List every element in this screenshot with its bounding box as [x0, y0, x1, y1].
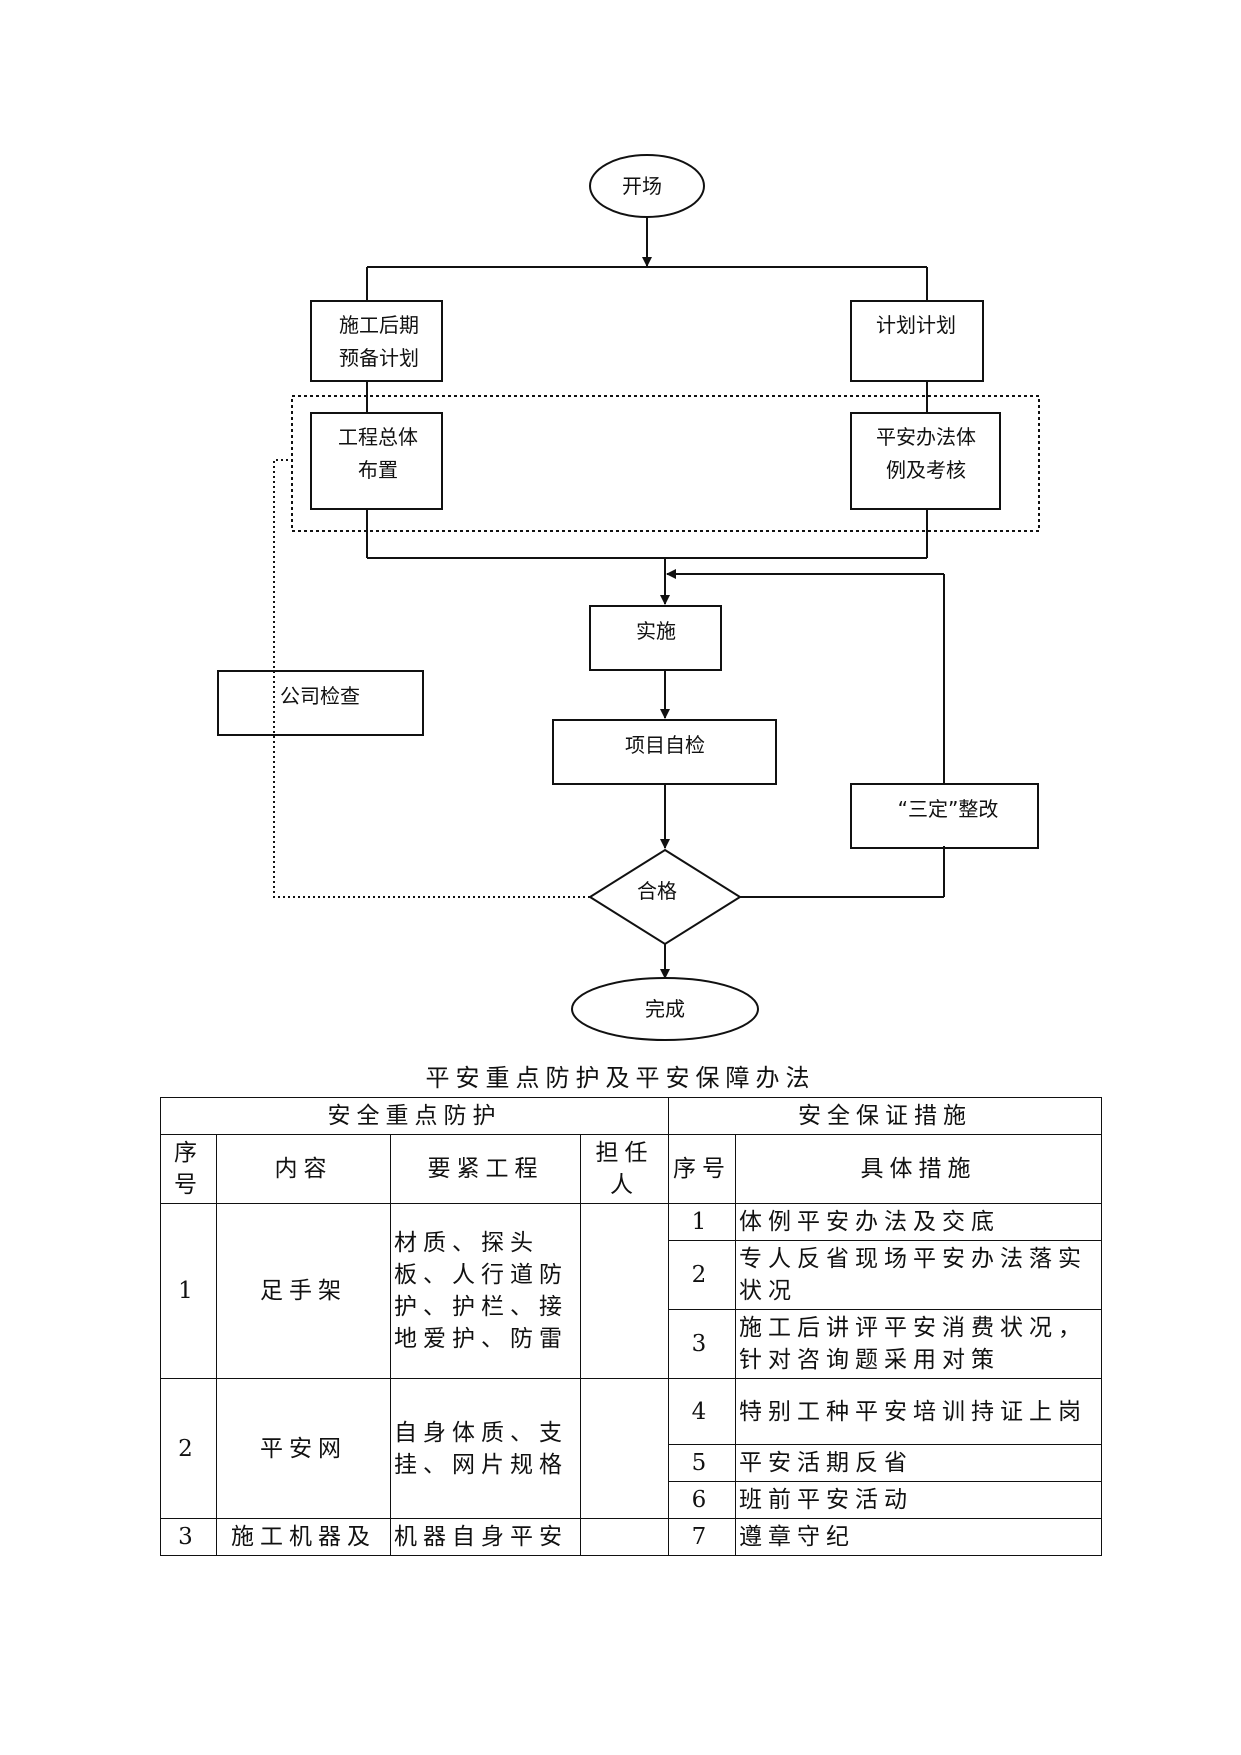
safety-measures-table: 安全重点防护 安全保证措施 序号 内容 要紧工程 担任人 序号 具体措施 1 足…: [160, 1097, 1102, 1556]
measure-seq: 1: [668, 1203, 736, 1241]
table-row: 3 施工机器及 机器自身平安 7 遵章守纪: [160, 1518, 1102, 1556]
row-seq: 2: [160, 1378, 217, 1519]
header-person: 担任人: [580, 1134, 669, 1204]
safety-system-box: [850, 412, 1001, 510]
row-content: 施工机器及: [216, 1518, 391, 1556]
measure-seq: 5: [668, 1444, 736, 1482]
row-seq: 3: [160, 1518, 217, 1556]
header-measure: 具体措施: [735, 1134, 1102, 1204]
measure-seq: 6: [668, 1481, 736, 1519]
measure-text: 施工后讲评平安消费状况，针对咨询题采用对策: [735, 1309, 1102, 1379]
company-check-box: [217, 670, 424, 736]
company-check-label: 公司检查: [280, 684, 360, 708]
overall-layout-label-2: 布置: [358, 458, 398, 482]
construction-prep-label-1: 施工后期: [339, 313, 419, 337]
measure-seq: 3: [668, 1309, 736, 1379]
row-person: [580, 1518, 669, 1556]
safety-system-label-2: 例及考核: [886, 458, 966, 482]
start-label: 开场: [622, 174, 662, 198]
row-content: 平安网: [216, 1378, 391, 1519]
construction-prep-box: [310, 300, 443, 382]
safety-flowchart: 开场 施工后期 预备计划 计划计划 工程总体 布置 平安办法体 例及考核 实施 …: [217, 154, 1040, 1041]
row-key-item: 机器自身平安: [390, 1518, 581, 1556]
group-header-row: 安全重点防护 安全保证措施: [160, 1097, 1102, 1135]
measure-text: 特别工种平安培训持证上岗: [735, 1378, 1102, 1445]
safety-system-label-1: 平安办法体: [876, 425, 976, 449]
measure-text: 专人反省现场平安办法落实状况: [735, 1240, 1102, 1310]
finish-node: [571, 977, 759, 1041]
rectify-label: “三定”整改: [898, 797, 999, 821]
measure-text: 体例平安办法及交底: [735, 1203, 1102, 1241]
measure-text: 遵章守纪: [735, 1518, 1102, 1556]
implement-box: [589, 605, 722, 671]
header-key-item: 要紧工程: [390, 1134, 581, 1204]
header-seq2: 序号: [668, 1134, 736, 1204]
measure-seq: 2: [668, 1240, 736, 1310]
measure-text: 班前平安活动: [735, 1481, 1102, 1519]
overall-layout-label-1: 工程总体: [338, 425, 418, 449]
row-seq: 1: [160, 1203, 217, 1379]
group-left-header: 安全重点防护: [160, 1097, 669, 1135]
finish-label: 完成: [645, 997, 685, 1021]
table-caption: 平安重点防护及平安保障办法: [425, 1064, 816, 1092]
table-row: 2 平安网 自身体质、支挂、网片规格 4 特别工种平安培训持证上岗: [160, 1378, 1102, 1519]
planning-group-dotted: [291, 395, 1040, 532]
construction-prep-label-2: 预备计划: [339, 346, 419, 370]
qualified-label: 合格: [637, 879, 677, 903]
self-check-label: 项目自检: [625, 733, 705, 757]
table-row: 3 施工后讲评平安消费状况，针对咨询题采用对策: [161, 1309, 1102, 1379]
overall-layout-box: [310, 412, 443, 510]
plan-label: 计划计划: [876, 313, 956, 337]
implement-label: 实施: [636, 619, 676, 643]
table-row: 6 班前平安活动: [161, 1481, 1102, 1519]
table-row: 5 平安活期反省: [161, 1444, 1102, 1482]
measure-seq: 4: [668, 1378, 736, 1445]
measure-text: 平安活期反省: [735, 1444, 1102, 1482]
company-check-dotted-line: [273, 459, 590, 898]
header-seq: 序号: [160, 1134, 217, 1204]
measure-seq: 7: [668, 1518, 736, 1556]
row-content: 足手架: [216, 1203, 391, 1379]
table-row: 1 足手架 材质、探头板、人行道防护、护栏、接地爱护、防雷 1 体例平安办法及交…: [160, 1203, 1102, 1379]
row-person: [580, 1203, 669, 1379]
header-content: 内容: [216, 1134, 391, 1204]
group-right-header: 安全保证措施: [668, 1097, 1102, 1135]
row-key-item: 自身体质、支挂、网片规格: [390, 1378, 581, 1519]
row-key-item: 材质、探头板、人行道防护、护栏、接地爱护、防雷: [390, 1203, 581, 1379]
column-header-row: 序号 内容 要紧工程 担任人 序号 具体措施: [160, 1134, 1102, 1204]
plan-box: [850, 300, 984, 382]
row-person: [580, 1378, 669, 1519]
